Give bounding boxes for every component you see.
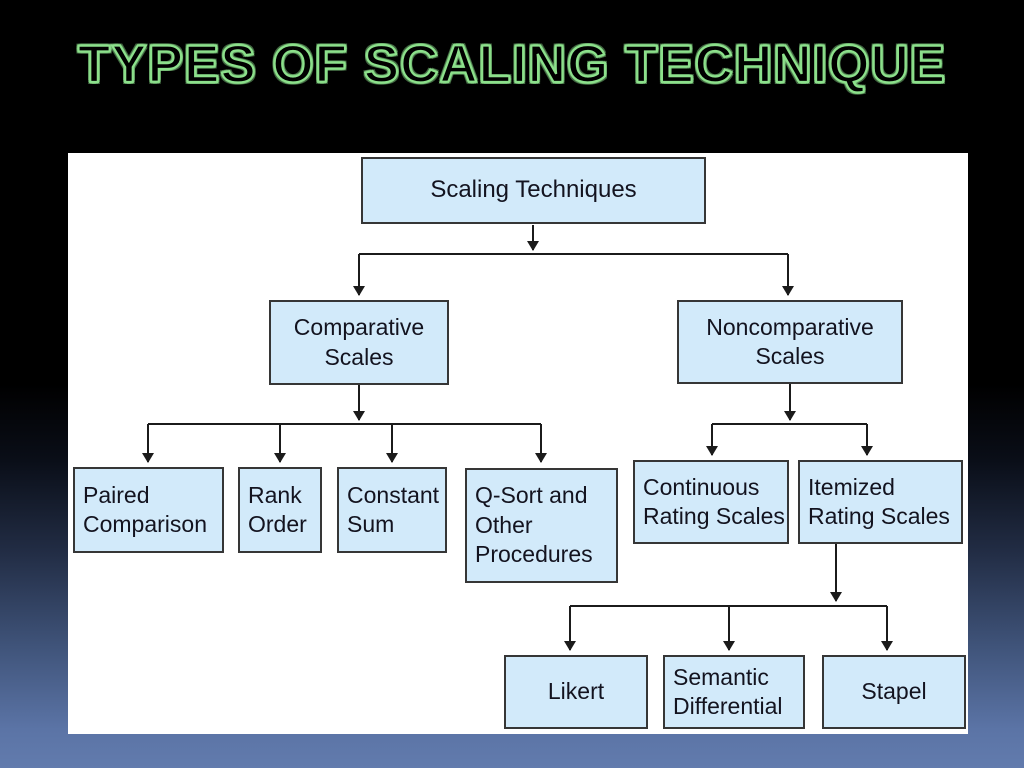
node-rank-order: Rank Order xyxy=(238,467,322,553)
slide-title: TYPES OF SCALING TECHNIQUE xyxy=(77,34,947,95)
node-itemized-rating-scales: Itemized Rating Scales xyxy=(798,460,963,544)
node-continuous-rating-scales: Continuous Rating Scales xyxy=(633,460,789,544)
node-constant-sum: Constant Sum xyxy=(337,467,447,553)
node-stapel: Stapel xyxy=(822,655,966,729)
diagram-panel xyxy=(68,153,968,734)
node-scaling-techniques: Scaling Techniques xyxy=(361,157,706,224)
node-semantic-differential: Semantic Differential xyxy=(663,655,805,729)
node-noncomparative-scales: Noncomparative Scales xyxy=(677,300,903,384)
node-paired-comparison: Paired Comparison xyxy=(73,467,224,553)
node-q-sort: Q-Sort and Other Procedures xyxy=(465,468,618,583)
node-likert: Likert xyxy=(504,655,648,729)
node-comparative-scales: Comparative Scales xyxy=(269,300,449,385)
